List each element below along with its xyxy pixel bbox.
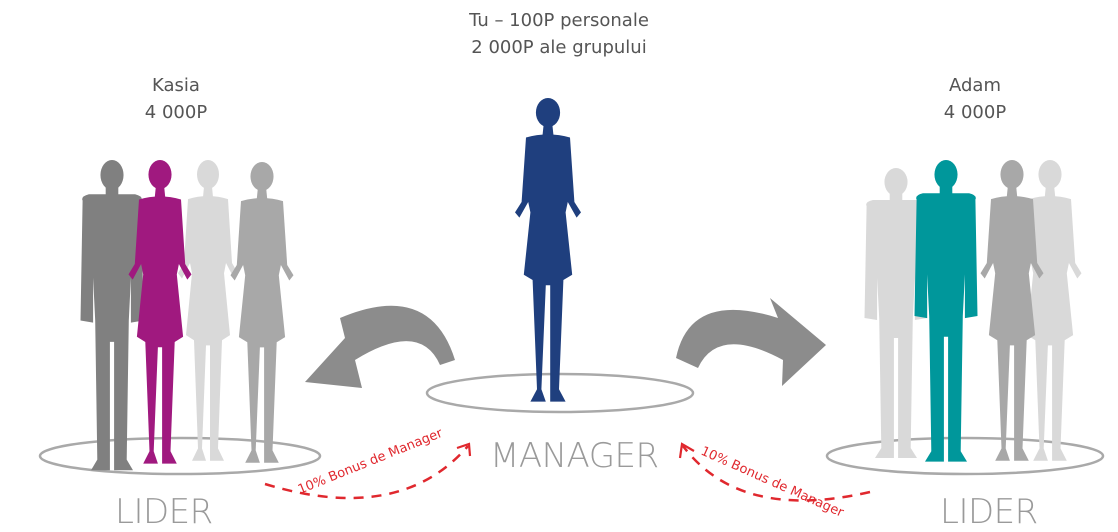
right-bonus-dashed-arrow — [682, 445, 871, 502]
adam-label: Adam 4 000P — [895, 72, 1055, 126]
manager-figure — [515, 98, 581, 402]
right-role-title: LIDER — [940, 492, 1038, 532]
kasia-name: Kasia — [152, 75, 200, 96]
manager-role-title: MANAGER — [490, 436, 659, 476]
left-bonus-arrowhead — [456, 442, 472, 457]
right-bonus-label: 10% Bonus de Manager — [698, 444, 846, 521]
manager-group-points: 2 000P ale grupului — [471, 37, 647, 58]
left-group — [80, 160, 294, 471]
right-platform — [825, 436, 1105, 476]
adam-name: Adam — [949, 75, 1001, 96]
manager-label: Tu – 100P personale 2 000P ale grupului — [409, 7, 709, 61]
left-light-woman — [178, 160, 238, 461]
left-gray-man — [80, 160, 144, 471]
left-platform — [38, 436, 322, 476]
kasia-points: 4 000P — [144, 102, 208, 123]
left-mid-woman — [230, 162, 294, 463]
adam-points: 4 000P — [943, 102, 1007, 123]
left-role-title: LIDER — [115, 492, 213, 532]
kasia-label: Kasia 4 000P — [96, 72, 256, 126]
right-group — [864, 160, 1082, 462]
adam-figure — [914, 160, 978, 462]
right-curved-arrow — [676, 298, 826, 386]
right-bonus-arrowhead — [678, 442, 695, 459]
left-bonus-label: 10% Bonus de Manager — [296, 426, 446, 498]
left-curved-arrow — [305, 305, 455, 388]
manager-personal-points: Tu – 100P personale — [469, 10, 649, 31]
